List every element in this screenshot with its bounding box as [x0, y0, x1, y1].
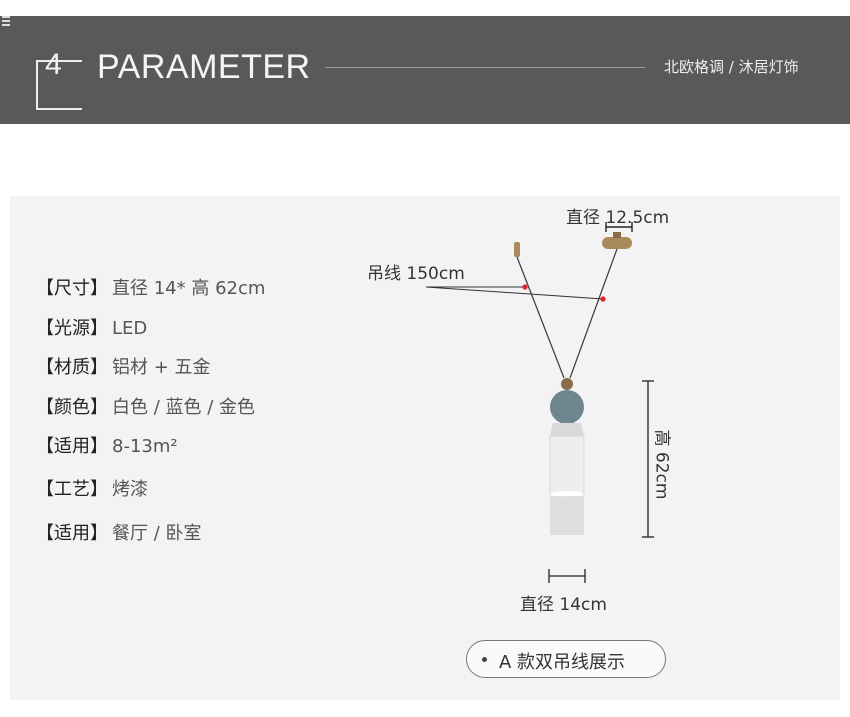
bullet-dot-icon [482, 657, 487, 662]
cable-length-pointer [425, 284, 606, 302]
height-marker [642, 380, 654, 538]
cable-length-label: 吊线 150cm [367, 264, 465, 284]
header-tagline: 北欧格调 / 沐居灯饰 [664, 58, 799, 76]
header-divider [325, 67, 645, 68]
spec-usage: 【适用】餐厅 / 卧室 [36, 523, 202, 544]
parameter-panel [10, 196, 840, 700]
menu-icon [2, 16, 10, 30]
header-banner: 4 PARAMETER 北欧格调 / 沐居灯饰 [0, 16, 850, 124]
height-label: 高 62cm [651, 429, 672, 500]
canopy-left [514, 242, 520, 257]
canopy-right [602, 232, 632, 249]
spec-craft: 【工艺】烤漆 [36, 479, 148, 500]
canopy-diameter-marker [605, 222, 633, 232]
body-collar [550, 423, 584, 436]
section-title: PARAMETER [97, 48, 311, 86]
shade-diameter-marker [548, 569, 586, 583]
section-number: 4 [45, 48, 62, 81]
section-number-frame [36, 60, 82, 110]
connector-knob [561, 378, 573, 390]
tassel-fringe [550, 496, 584, 535]
caption-text: A 款双吊线展示 [499, 652, 626, 673]
led-glow [551, 491, 583, 497]
canopy-diameter-label: 直径 12.5cm [566, 208, 670, 228]
spec-material: 【材质】铝材 + 五金 [36, 357, 211, 378]
spec-color: 【颜色】白色 / 蓝色 / 金色 [36, 397, 256, 418]
cable-point-left [522, 284, 528, 290]
blue-ball [550, 390, 584, 424]
cables [516, 248, 618, 379]
lamp-body [549, 435, 585, 495]
spec-area: 【适用】8-13m² [36, 436, 178, 457]
spec-size: 【尺寸】直径 14* 高 62cm [36, 278, 266, 299]
shade-diameter-label: 直径 14cm [520, 595, 607, 615]
cable-point-right [600, 296, 606, 302]
pendant-lamp [549, 378, 585, 535]
spec-light-source: 【光源】LED [36, 318, 148, 339]
caption-pill: A 款双吊线展示 [466, 640, 666, 678]
